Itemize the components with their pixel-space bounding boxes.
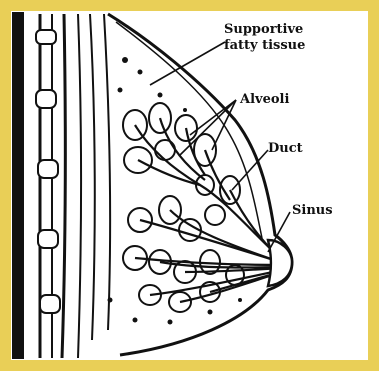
label-duct: Duct [268, 141, 303, 156]
label-alveoli: Alveoli [239, 92, 289, 107]
label-fatty-tissue-line1: Supportive [224, 22, 303, 37]
chest-wall [12, 12, 110, 359]
label-sinus: Sinus [292, 203, 333, 218]
label-fatty-tissue-line2: fatty tissue [224, 38, 305, 53]
